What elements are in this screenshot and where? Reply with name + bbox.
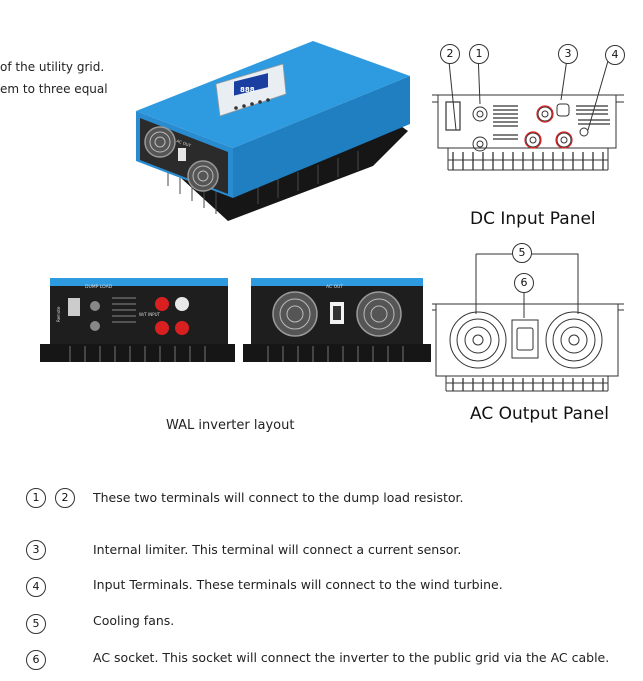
intro-line-1: of the utility grid. [0,60,105,74]
legend-text-dump-load: These two terminals will connect to the … [93,490,464,505]
back-ac-out-label: AC OUT [326,284,343,290]
legend-marker-6: 6 [26,650,46,670]
dc-input-panel-diagram [432,51,624,171]
callout-6: 6 [514,273,534,293]
legend-marker-4: 4 [26,577,46,597]
inverter-photo: AC OUT 888 [136,41,410,221]
callout-5: 5 [512,243,532,263]
legend-text-input-terminals: Input Terminals. These terminals will co… [93,577,503,592]
layout-caption: WAL inverter layout [166,418,295,433]
wt-input-label: W/T INPUT [139,312,161,317]
ac-back-photo: AC OUT [243,278,431,362]
dc-panel-title: DC Input Panel [470,209,596,229]
legend-marker-2: 2 [55,488,75,508]
callout-2: 2 [440,44,460,64]
callout-3: 3 [558,44,578,64]
legend-marker-3: 3 [26,540,46,560]
legend-text-limiter: Internal limiter. This terminal will con… [93,542,462,557]
remote-label: Remote [56,306,61,322]
ac-panel-title: AC Output Panel [470,404,609,424]
legend-text-fans: Cooling fans. [93,613,175,628]
callout-1: 1 [469,44,489,64]
legend-marker-5: 5 [26,614,46,634]
side-ac-out-label: AC OUT [176,138,193,148]
legend-text-ac-socket: AC socket. This socket will connect the … [93,650,610,665]
intro-line-2: em to three equal [0,82,108,96]
ac-output-panel-diagram [432,253,624,392]
dc-side-photo: DUMP LOAD Remote W/T INPUT [40,278,235,362]
callout-4: 4 [605,45,625,65]
legend-marker-1: 1 [26,488,46,508]
lcd-readout: 888 [240,86,255,94]
dump-load-label: DUMP LOAD [85,284,113,290]
